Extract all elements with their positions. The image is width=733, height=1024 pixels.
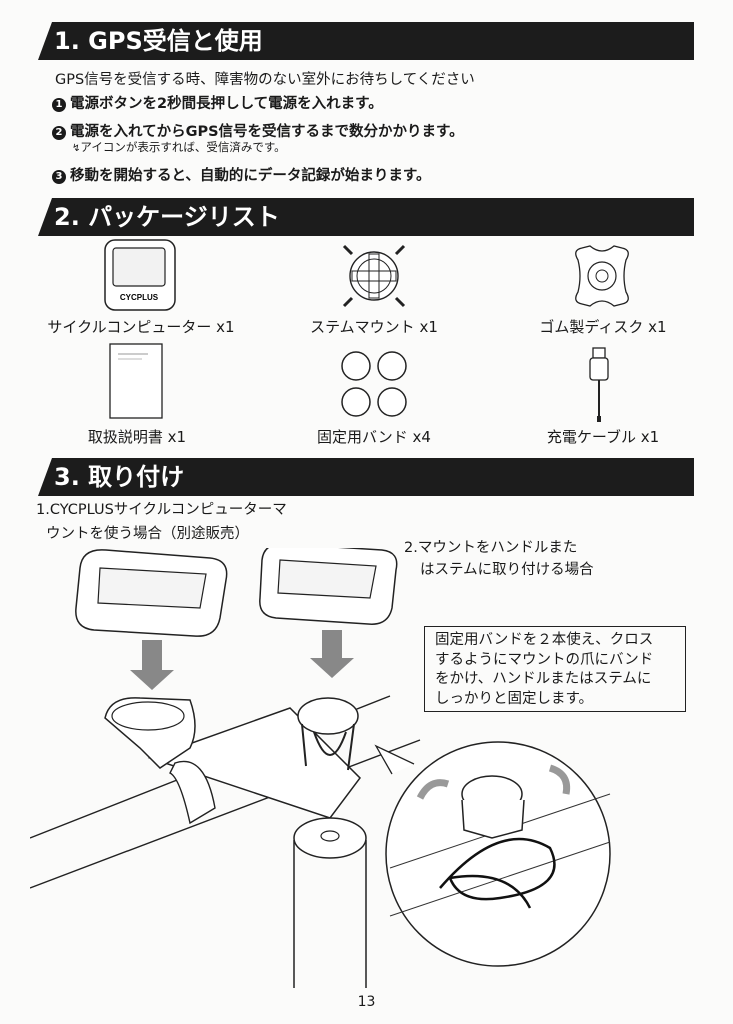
section-header-package: 2. パッケージリスト <box>38 198 694 236</box>
computer-screen <box>277 559 377 599</box>
cable-icon <box>589 347 609 422</box>
step-number: 2 <box>52 126 66 140</box>
step-text: 電源ボタンを2秒間長押しして電源を入れます。 <box>70 96 383 112</box>
header-corner <box>38 22 52 60</box>
gps-step-1: 1 電源ボタンを2秒間長押しして電源を入れます。 <box>52 92 383 113</box>
install-case-2-line-2: はステムに取り付ける場合 <box>420 562 594 578</box>
package-item-label: 取扱説明書 x1 <box>87 428 187 446</box>
stem-body <box>147 707 361 819</box>
steerer-tube <box>293 840 367 988</box>
gps-step-3: 3 移動を開始すると、自動的にデータ記録が始まります。 <box>52 164 430 185</box>
package-item-label: 充電ケーブル x1 <box>546 428 660 446</box>
section-title: 2. パッケージリスト <box>54 203 280 231</box>
install-case-2-line-1: 2.マウントをハンドルまた <box>404 540 578 556</box>
computer-screen <box>97 567 207 609</box>
satellite-icon: ↯ <box>72 143 81 154</box>
detail-mount-base <box>461 799 525 839</box>
callout-line: するようにマウントの爪にバンド <box>435 651 654 668</box>
gps-note: ↯アイコンが表示すれば、受信済みです。 <box>72 139 286 155</box>
section-title: 3. 取り付け <box>54 463 185 491</box>
instruction-callout: 固定用バンドを２本使え、クロス するようにマウントの爪にバンド をかけ、ハンドル… <box>424 626 686 712</box>
gps-step-2: 2 電源を入れてからGPS信号を受信するまで数分かかります。 <box>52 120 464 141</box>
rotate-arrow-icon <box>548 764 571 795</box>
install-case-1-line-2: ウントを使う場合（別途販売） <box>46 526 249 542</box>
package-item-label: ステムマウント x1 <box>310 318 438 336</box>
callout-line: をかけ、ハンドルまたはステムに <box>435 671 652 687</box>
arrow-down-icon <box>130 640 174 690</box>
rubber-disc-icon <box>575 245 629 307</box>
handlebar-clamp <box>169 760 216 825</box>
callout-line: しっかりと固定します。 <box>435 690 594 707</box>
header-corner <box>38 198 52 236</box>
package-item-label: 固定用バンド x4 <box>317 428 431 446</box>
detail-bar-edge <box>389 841 611 917</box>
gps-intro: GPS信号を受信する時、障害物のない室外にお待ちしてください <box>55 72 475 88</box>
section-title: 1. GPS受信と使用 <box>54 27 263 55</box>
stem-mount-icon <box>342 244 406 308</box>
stem-mount <box>297 697 359 735</box>
handlebar-edge <box>30 739 421 889</box>
rotate-arrow-icon <box>416 779 450 800</box>
section-header-gps: 1. GPS受信と使用 <box>38 22 694 60</box>
arrow-down-icon <box>310 630 354 678</box>
bike-computer-icon: CYCPLUS <box>104 239 176 311</box>
step-number: 1 <box>52 98 66 112</box>
bands-icon <box>341 351 407 417</box>
detail-bands <box>439 837 556 909</box>
manual-icon <box>109 343 163 419</box>
header-corner <box>38 458 52 496</box>
callout-line: 固定用バンドを２本使え、クロス <box>435 632 654 648</box>
step-text: 移動を開始すると、自動的にデータ記録が始まります。 <box>70 168 431 184</box>
section-header-install: 3. 取り付け <box>38 458 694 496</box>
note-text: アイコンが表示すれば、受信済みです。 <box>80 140 286 154</box>
page-number: 13 <box>357 994 376 1010</box>
mount-head <box>111 701 185 731</box>
install-case-1-line-1: 1.CYCPLUSサイクルコンピューターマ <box>36 502 287 518</box>
brand-logo: CYCPLUS <box>120 293 159 302</box>
rubber-bands <box>301 723 355 771</box>
package-item-label: ゴム製ディスク x1 <box>539 318 667 336</box>
stem-bolt <box>320 830 340 842</box>
package-item-label: サイクルコンピューター x1 <box>47 318 235 336</box>
step-text: 電源を入れてからGPS信号を受信するまで数分かかります。 <box>70 124 464 140</box>
step-number: 3 <box>52 170 66 184</box>
detail-circle <box>385 741 611 967</box>
installation-illustration <box>30 548 611 988</box>
detail-pointer <box>374 744 415 775</box>
